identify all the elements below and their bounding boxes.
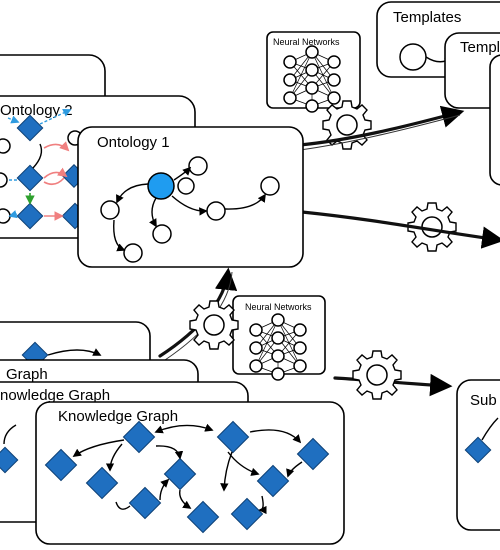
neural-networks-box-top: Neural Networks [266, 31, 361, 113]
arrow-to-right [300, 210, 500, 249]
ontology-1-title: Ontology 1 [97, 134, 170, 151]
gear-icon [189, 300, 239, 350]
kg-front-title: Knowledge Graph [58, 408, 178, 425]
templates-back-title: Templates [393, 9, 461, 26]
neural-networks-box-mid: Neural Networks [232, 295, 326, 381]
neural-networks-mid-title: Neural Networks [245, 302, 312, 312]
sub-panel: Sub [456, 379, 500, 531]
neural-networks-top-title: Neural Networks [273, 37, 340, 47]
kg-back-2-title: nowledge Graph [0, 387, 110, 404]
templates-front-title: Templ [460, 39, 500, 56]
gear-icon [322, 100, 372, 150]
gear-icon [352, 350, 402, 400]
sub-title: Sub [470, 392, 497, 409]
templates-panel-third [489, 54, 500, 186]
templates-panel-front: Templ [444, 32, 500, 109]
ontology-2-title: Ontology 2 [0, 102, 73, 119]
arrow-to-templates [298, 105, 465, 147]
kg-back-1-title: Graph [6, 366, 48, 383]
kg-panel-front: Knowledge Graph [35, 401, 345, 545]
ontology-1-panel: Ontology 1 [77, 126, 304, 268]
